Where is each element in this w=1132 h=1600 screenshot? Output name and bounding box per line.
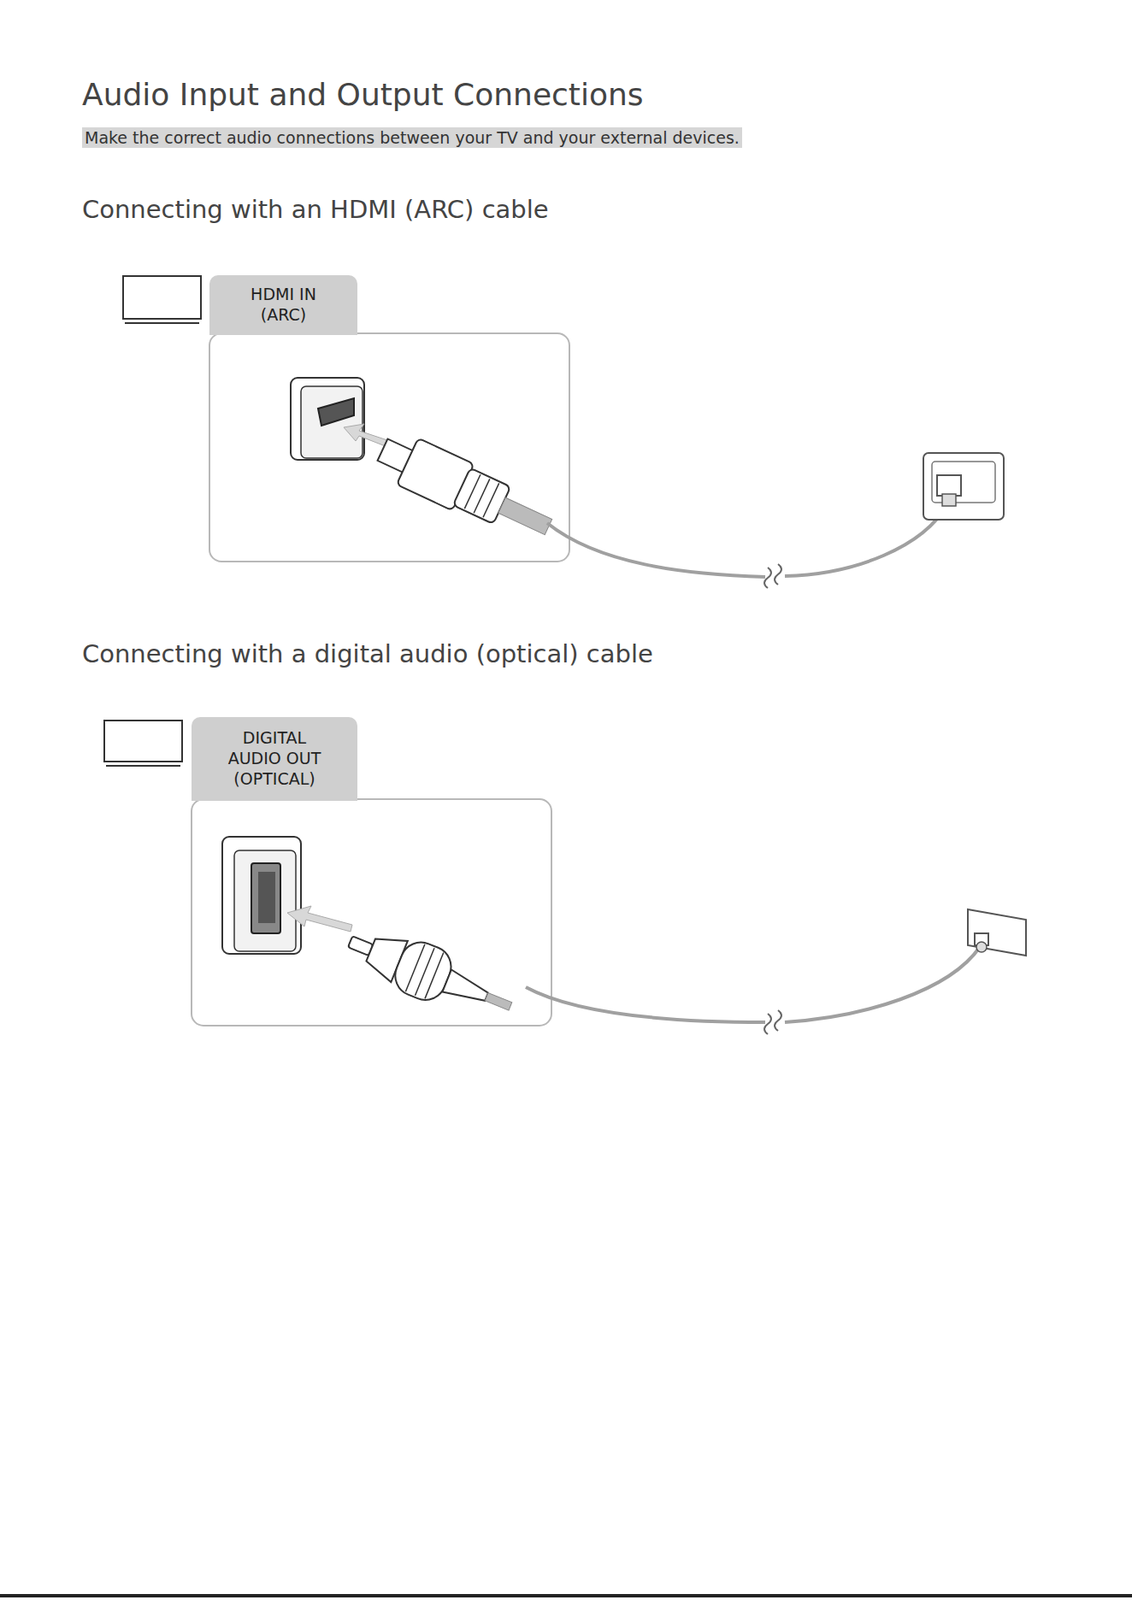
port-label-tab: DIGITAL AUDIO OUT (OPTICAL) <box>191 717 358 802</box>
intro-note: Make the correct audio connections betwe… <box>82 127 743 148</box>
port-label-tab: HDMI IN (ARC) <box>209 275 358 336</box>
section-heading: Connecting with a digital audio (optical… <box>82 639 654 669</box>
cable <box>547 523 766 578</box>
detail-panel <box>191 799 552 1026</box>
tv-icon <box>104 276 201 767</box>
cable <box>784 947 980 1023</box>
section-heading: Connecting with an HDMI (ARC) cable <box>82 194 549 225</box>
hdmi-plug <box>371 426 560 551</box>
page-title: Audio Input and Output Connections <box>82 76 644 113</box>
optical-port <box>222 837 301 955</box>
insert-arrow <box>287 906 353 932</box>
break-mark <box>764 564 782 589</box>
device-port <box>967 909 1026 956</box>
device-port <box>923 453 1004 520</box>
port-name: DIGITAL AUDIO OUT (OPTICAL) <box>219 728 330 790</box>
detail-panel <box>209 333 570 562</box>
hdmi-port <box>290 377 365 460</box>
break-mark <box>764 1010 782 1035</box>
cable <box>525 987 766 1023</box>
page-rule <box>0 1594 1132 1598</box>
optical-plug <box>340 916 521 1032</box>
port-name: HDMI IN (ARC) <box>241 284 327 326</box>
